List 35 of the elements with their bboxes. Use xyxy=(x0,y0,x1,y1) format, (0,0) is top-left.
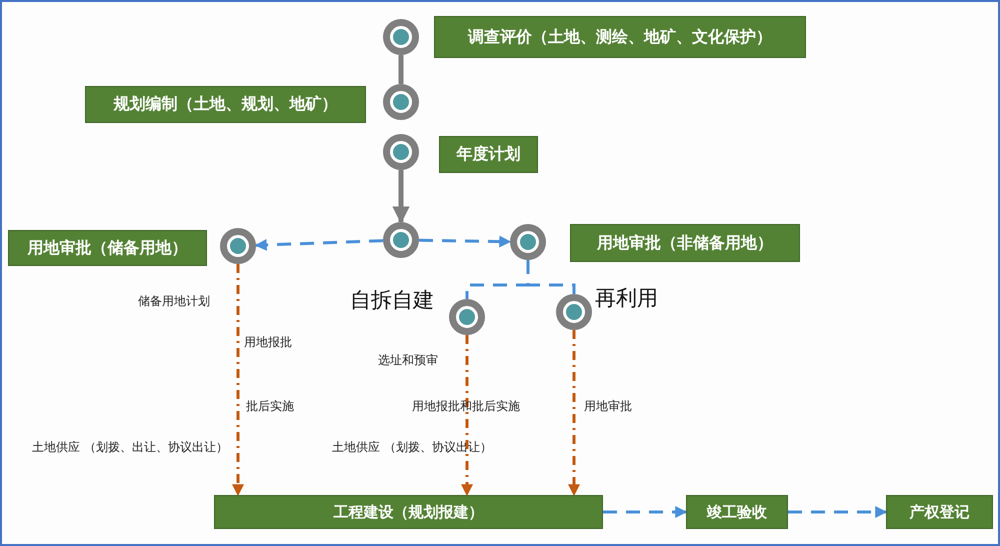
milestone-circle xyxy=(383,84,419,120)
arrow xyxy=(418,236,512,248)
connector-line xyxy=(398,55,404,84)
process-box: 年度计划 xyxy=(439,136,538,173)
milestone-circle xyxy=(449,299,485,335)
process-box: 工程建设（规划报建） xyxy=(214,495,603,529)
process-box: 用地审批（非储备用地） xyxy=(570,224,800,262)
step-note: 储备用地计划 xyxy=(138,293,210,310)
milestone-circle xyxy=(510,224,546,260)
branch-label: 自拆自建 xyxy=(350,287,434,314)
step-note: 用地报批和批后实施 xyxy=(412,398,520,415)
arrow xyxy=(461,335,473,496)
process-box: 规划编制（土地、规划、地矿） xyxy=(85,86,366,123)
step-note: 选址和预审 xyxy=(378,352,438,369)
milestone-circle xyxy=(383,19,419,55)
process-box: 用地审批（储备用地） xyxy=(8,230,207,266)
arrow xyxy=(392,170,410,224)
step-note: 土地供应 （划拨、出让、协议出让） xyxy=(32,439,228,456)
process-box: 调查评价（土地、测绘、地矿、文化保护） xyxy=(434,16,806,58)
step-note: 批后实施 xyxy=(246,398,294,415)
arrow xyxy=(254,238,384,251)
step-note: 用地报批 xyxy=(244,334,292,351)
arrow xyxy=(788,506,888,518)
milestone-circle xyxy=(383,134,419,170)
process-box: 竣工验收 xyxy=(686,495,788,529)
milestone-circle xyxy=(220,228,256,264)
arrow xyxy=(232,264,244,496)
arrow xyxy=(568,330,580,496)
milestone-circle xyxy=(556,294,592,330)
branch-label: 再利用 xyxy=(595,285,658,312)
arrow xyxy=(603,506,688,518)
milestone-circle xyxy=(383,222,419,258)
step-note: 土地供应 （划拨、协议出让） xyxy=(332,439,492,456)
step-note: 用地审批 xyxy=(584,398,632,415)
process-box: 产权登记 xyxy=(886,495,993,529)
